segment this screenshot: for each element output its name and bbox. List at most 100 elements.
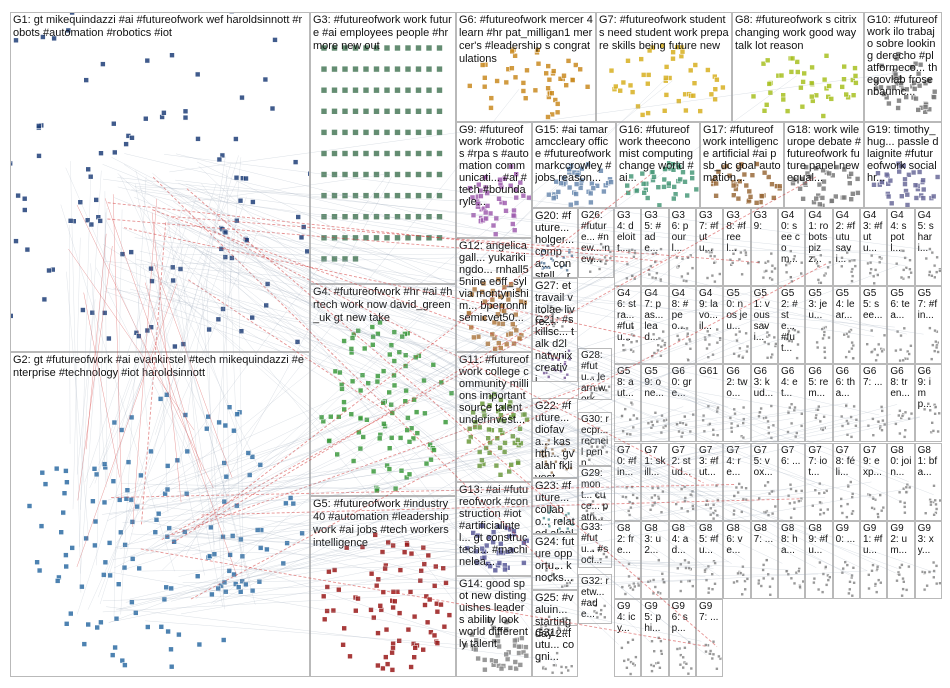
node xyxy=(227,552,233,558)
node xyxy=(487,210,494,217)
node xyxy=(625,190,631,196)
node xyxy=(765,479,770,484)
node xyxy=(386,445,393,451)
node xyxy=(882,333,887,338)
node xyxy=(846,591,851,595)
node xyxy=(431,583,438,589)
node xyxy=(626,508,631,513)
node xyxy=(715,341,720,345)
node xyxy=(788,482,793,487)
node xyxy=(174,457,181,464)
node xyxy=(331,192,338,199)
group-panel-g34: G34: deloitt... xyxy=(614,208,642,287)
node xyxy=(715,497,720,502)
node xyxy=(916,82,923,89)
node xyxy=(928,408,932,413)
node xyxy=(330,607,337,614)
node xyxy=(448,390,455,396)
node xyxy=(822,510,827,515)
node xyxy=(221,579,228,586)
node xyxy=(585,161,591,168)
node xyxy=(650,495,655,499)
node xyxy=(846,334,850,339)
group-label-g37: G37: #futu... xyxy=(699,210,719,254)
node xyxy=(436,171,443,178)
node xyxy=(647,272,652,277)
node xyxy=(357,445,364,452)
node xyxy=(847,259,852,263)
node xyxy=(876,273,880,277)
node xyxy=(408,664,414,670)
node xyxy=(934,174,941,180)
node xyxy=(650,420,654,425)
node xyxy=(692,62,699,68)
node xyxy=(362,192,370,199)
node xyxy=(874,358,878,363)
node xyxy=(493,462,500,469)
node xyxy=(21,195,28,202)
node xyxy=(871,274,876,279)
node xyxy=(107,572,113,579)
node xyxy=(121,564,128,571)
node xyxy=(11,313,14,319)
node xyxy=(347,653,353,660)
node xyxy=(850,494,854,499)
node xyxy=(632,584,637,588)
group-nodes-g8 xyxy=(750,52,859,119)
node xyxy=(784,108,791,114)
node xyxy=(67,610,74,617)
node xyxy=(663,92,670,98)
node xyxy=(734,332,739,337)
node xyxy=(659,354,664,358)
node xyxy=(662,580,667,584)
group-label-g88: G88: ha... xyxy=(781,522,798,556)
node xyxy=(514,437,521,443)
group-panel-g5: G5: #futureofwork #industry40 #automatio… xyxy=(310,496,456,677)
node xyxy=(520,88,527,94)
node xyxy=(38,523,45,529)
group-label-g60: G60: gre... xyxy=(671,366,692,400)
node xyxy=(770,576,775,581)
node xyxy=(34,559,40,565)
node xyxy=(331,567,338,573)
node xyxy=(763,483,767,487)
node xyxy=(324,584,331,590)
node xyxy=(216,419,222,426)
node xyxy=(813,165,819,172)
node xyxy=(172,343,178,350)
node xyxy=(144,57,151,64)
node xyxy=(204,425,210,432)
node xyxy=(819,507,823,512)
node xyxy=(743,587,748,591)
node xyxy=(679,435,684,439)
node xyxy=(36,567,43,574)
group-label-g83: G83: u 2... xyxy=(644,522,664,556)
node xyxy=(373,192,380,199)
node xyxy=(902,181,908,187)
node xyxy=(808,80,815,86)
node xyxy=(883,171,890,178)
group-panel-g66: G66: tha... xyxy=(832,364,860,443)
node xyxy=(335,414,342,420)
node xyxy=(176,631,182,638)
node xyxy=(847,587,852,591)
node xyxy=(341,406,348,413)
node xyxy=(761,576,766,580)
node xyxy=(348,346,355,352)
node xyxy=(625,432,629,437)
node xyxy=(909,270,914,275)
node xyxy=(79,583,85,590)
node xyxy=(731,260,735,265)
node xyxy=(327,413,334,420)
node xyxy=(41,296,48,303)
group-nodes-g43 xyxy=(866,253,884,286)
node xyxy=(645,72,652,78)
group-label-g65: G65: rem... xyxy=(808,366,829,400)
node xyxy=(904,410,908,415)
node xyxy=(555,651,559,655)
node xyxy=(712,260,716,265)
node xyxy=(741,564,746,569)
node xyxy=(678,662,682,667)
node xyxy=(364,417,370,423)
node xyxy=(657,635,661,640)
